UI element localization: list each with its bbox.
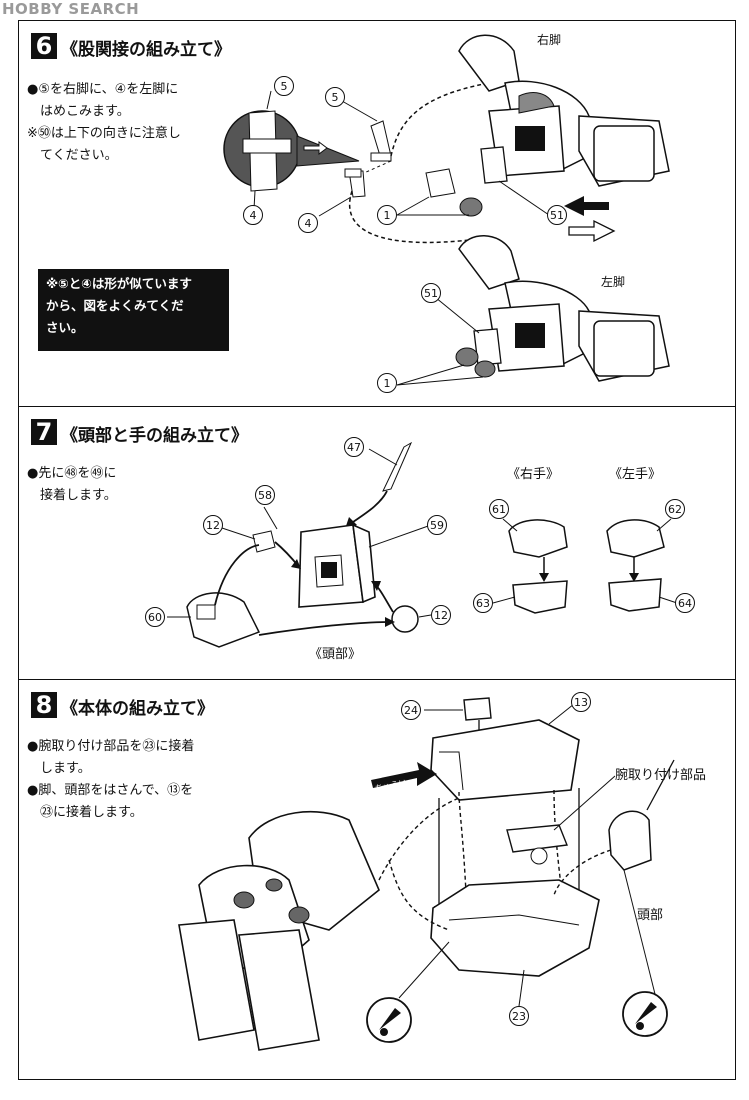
step-7-line-2: 接着します。 bbox=[27, 488, 117, 503]
left-leg-label: 左脚 bbox=[601, 275, 626, 289]
step-8-instructions: ●腕取り付け部品を㉓に接着 します。 ●脚、頭部をはさんで、⑬を ㉓に接着します… bbox=[27, 736, 194, 824]
step-6-title: 《股関接の組み立て》 bbox=[61, 40, 231, 60]
step-7-section: 7 《頭部と手の組み立て》 ●先に㊽を㊾に 接着します。 bbox=[19, 406, 735, 679]
part-61-marker: 61 bbox=[489, 499, 509, 519]
instruction-page: 6 《股関接の組み立て》 ●⑤を右脚に、④を左脚に はめこみます。 ※㊿は上下の… bbox=[18, 20, 736, 1080]
part-51-lower-marker: 51 bbox=[421, 283, 441, 303]
step-6-illustration bbox=[223, 34, 670, 386]
part-13-marker: 13 bbox=[571, 692, 591, 712]
caution-line-3: さい。 bbox=[46, 320, 84, 335]
step-7-instructions: ●先に㊽を㊾に 接着します。 bbox=[27, 463, 117, 507]
step-8-line-3: ●脚、頭部をはさんで、⑬を bbox=[27, 783, 194, 798]
part-47-marker: 47 bbox=[344, 437, 364, 457]
step-8-title: 《本体の組み立て》 bbox=[61, 699, 214, 719]
part-5-zoom-marker: 5 bbox=[274, 76, 294, 96]
step-6-section: 6 《股関接の組み立て》 ●⑤を右脚に、④を左脚に はめこみます。 ※㊿は上下の… bbox=[19, 21, 735, 406]
step-8-illustration bbox=[178, 697, 675, 1051]
step-8-line-4: ㉓に接着します。 bbox=[27, 805, 143, 820]
part-5-marker: 5 bbox=[325, 87, 345, 107]
part-1-marker: 1 bbox=[377, 205, 397, 225]
step-8-number: 8 bbox=[31, 692, 57, 718]
step-8-section: 8 《本体の組み立て》 ●腕取り付け部品を㉓に接着 します。 ●脚、頭部をはさん… bbox=[19, 679, 735, 1079]
right-leg-illustration bbox=[458, 34, 670, 187]
right-leg-label: 右脚 bbox=[537, 33, 562, 47]
part-12-right-marker: 12 bbox=[431, 605, 451, 625]
step-6-line-1: ●⑤を右脚に、④を左脚に bbox=[27, 82, 179, 97]
left-hand-label: 《左手》 bbox=[609, 467, 662, 482]
step-6-caution-note: ※⑤と④は形が似ています から、図をよくみてくだ さい。 bbox=[38, 269, 229, 351]
part-51-marker: 51 bbox=[547, 205, 567, 225]
caution-line-2: から、図をよくみてくだ bbox=[46, 298, 184, 313]
part-4-zoom-marker: 4 bbox=[243, 205, 263, 225]
part-23-marker: 23 bbox=[509, 1006, 529, 1026]
step-7-number: 7 bbox=[31, 419, 57, 445]
part-59-marker: 59 bbox=[427, 515, 447, 535]
head-label: 《頭部》 bbox=[309, 647, 362, 662]
zoom-pointer bbox=[296, 135, 360, 167]
part-24-marker: 24 bbox=[401, 700, 421, 720]
part-4-marker: 4 bbox=[298, 213, 318, 233]
step-6-number: 6 bbox=[31, 33, 57, 59]
zoom-part-5 bbox=[242, 138, 292, 154]
part-62-marker: 62 bbox=[665, 499, 685, 519]
step-7-line-1: ●先に㊽を㊾に bbox=[27, 466, 117, 481]
step-6-instructions: ●⑤を右脚に、④を左脚に はめこみます。 ※㊿は上下の向きに注意し てください。 bbox=[27, 79, 181, 167]
part-63-marker: 63 bbox=[473, 593, 493, 613]
part-12-top-marker: 12 bbox=[203, 515, 223, 535]
right-hand-label: 《右手》 bbox=[507, 467, 560, 482]
step-6-line-3: ※㊿は上下の向きに注意し bbox=[27, 126, 181, 141]
caution-line-1: ※⑤と④は形が似ています bbox=[46, 276, 192, 291]
part-1-lower-marker: 1 bbox=[377, 373, 397, 393]
step-6-line-4: てください。 bbox=[27, 148, 118, 163]
step-7-title: 《頭部と手の組み立て》 bbox=[61, 426, 248, 446]
part-64-marker: 64 bbox=[675, 593, 695, 613]
step-6-line-2: はめこみます。 bbox=[27, 104, 130, 119]
step-8-line-2: します。 bbox=[27, 761, 91, 776]
head-part-label: 頭部 bbox=[637, 908, 664, 923]
part-58-marker: 58 bbox=[255, 485, 275, 505]
arm-part-label: 腕取り付け部品 bbox=[615, 768, 707, 783]
site-logo: HOBBY SEARCH bbox=[2, 0, 140, 18]
step-8-line-1: ●腕取り付け部品を㉓に接着 bbox=[27, 739, 195, 754]
step-7-illustration bbox=[167, 441, 678, 648]
left-leg-illustration bbox=[458, 235, 670, 382]
part-60-marker: 60 bbox=[145, 607, 165, 627]
